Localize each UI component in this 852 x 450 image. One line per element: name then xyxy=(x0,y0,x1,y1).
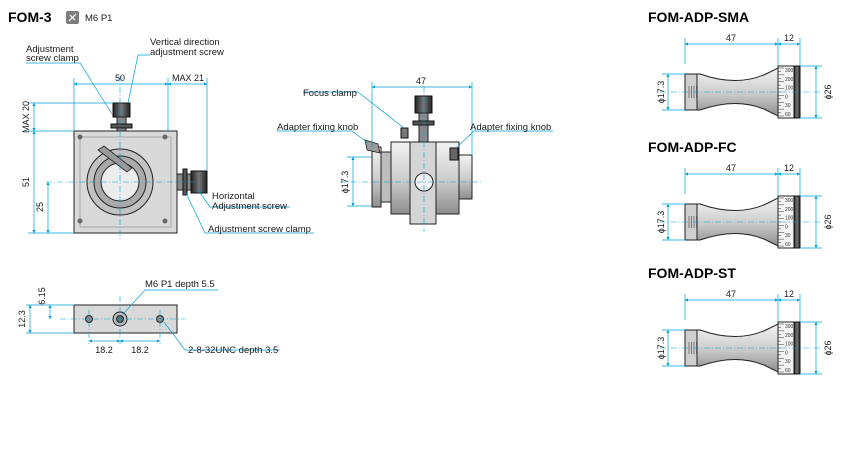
adapter-dim-47: 47 xyxy=(726,33,736,43)
label-focus-clamp: Focus clamp xyxy=(303,88,357,99)
left-flange xyxy=(371,146,382,208)
bottom-dim-615: 6.15 xyxy=(37,287,47,305)
adapter-dim-47: 47 xyxy=(726,289,736,299)
dim-max21: MAX 21 xyxy=(172,73,204,83)
bottom-dim-123: 12.3 xyxy=(17,310,27,328)
adapter-dim-phi173: ϕ17.3 xyxy=(656,211,666,234)
dial-scale-label: 60 xyxy=(785,368,791,374)
adapter-dim-12: 12 xyxy=(784,289,794,299)
left-adapter-knob xyxy=(364,139,381,154)
adapter-dim-12: 12 xyxy=(784,163,794,173)
adapter-dim-phi26: ϕ26 xyxy=(823,340,833,355)
adapter-fom-adp-sma: FOM-ADP-SMA 47 12 300 200 100 0 30 60 ϕ17.3 ϕ26 xyxy=(648,9,833,119)
right-cylinder xyxy=(458,154,473,200)
focus-clamp-knob xyxy=(400,127,409,139)
bottom-view: 6.15 12.3 18.2 18.2 M6 P1 depth 5.5 2-8-… xyxy=(17,279,280,356)
label-m6-depth: M6 P1 depth 5.5 xyxy=(145,279,215,290)
front-view: 50 MAX 21 MAX 20 51 25 Adjustment screw … xyxy=(21,37,314,240)
label-adjustment-screw-clamp-top-1: Adjustment xyxy=(26,44,74,55)
dial-scale-label: 100 xyxy=(785,86,794,92)
dial-scale-label: 100 xyxy=(785,216,794,222)
thread-badge: M6 P1 xyxy=(66,11,112,24)
dial-scale-label: 200 xyxy=(785,333,794,339)
adapter-dim-47: 47 xyxy=(726,163,736,173)
adapter-fom-adp-fc: FOM-ADP-FC 47 12 300 200 100 0 30 60 ϕ17.3 ϕ26 xyxy=(648,139,833,249)
corner-hole xyxy=(162,218,168,224)
dial-scale-label: 30 xyxy=(785,103,791,109)
dial-scale-label: 60 xyxy=(785,112,791,118)
corner-hole xyxy=(162,134,168,140)
label-vertical-adjust-1: Vertical direction xyxy=(150,37,220,48)
side-top-screw xyxy=(414,95,433,114)
fom3-title: FOM-3 xyxy=(8,9,52,25)
dim-max20: MAX 20 xyxy=(21,101,31,133)
dial-scale-label: 200 xyxy=(785,77,794,83)
dim-50: 50 xyxy=(115,73,125,83)
label-horizontal-1: Horizontal xyxy=(212,191,255,202)
dial-scale-label: 60 xyxy=(785,242,791,248)
label-adapter-knob-right: Adapter fixing knob xyxy=(470,122,551,133)
dial-scale-label: 100 xyxy=(785,342,794,348)
vertical-screw-knob xyxy=(112,102,131,118)
dial-scale-label: 0 xyxy=(785,94,788,100)
corner-hole xyxy=(77,218,83,224)
right-adapter-knob xyxy=(449,147,459,161)
side-view: 47 ϕ17.3 Focus clamp Adapter fixing knob… xyxy=(277,76,553,232)
adapter-fom-adp-st: FOM-ADP-ST 47 12 300 200 100 0 30 60 ϕ17.3 ϕ26 xyxy=(648,265,833,375)
dial-scale-label: 30 xyxy=(785,359,791,365)
dial-scale-label: 300 xyxy=(785,324,794,330)
side-dim-47: 47 xyxy=(416,76,426,86)
label-vertical-adjust-2: adjustment screw xyxy=(150,47,224,58)
dial-scale-label: 300 xyxy=(785,68,794,74)
bottom-dim-182a: 18.2 xyxy=(95,345,113,355)
dial-scale-label: 30 xyxy=(785,233,791,239)
label-unc-depth: 2-8-32UNC depth 3.5 xyxy=(188,345,278,356)
dim-25: 25 xyxy=(35,202,45,212)
dial-scale-label: 0 xyxy=(785,224,788,230)
adapter-dim-phi26: ϕ26 xyxy=(823,214,833,229)
adapter-dim-phi173: ϕ17.3 xyxy=(656,81,666,104)
corner-hole xyxy=(77,134,83,140)
adapter-title: FOM-ADP-SMA xyxy=(648,9,749,25)
label-adjustment-screw-clamp-top-2: screw clamp xyxy=(26,53,79,64)
bottom-dim-182b: 18.2 xyxy=(131,345,149,355)
label-adapter-knob-left: Adapter fixing knob xyxy=(277,122,358,133)
side-dim-phi173: ϕ17.3 xyxy=(340,171,350,194)
dim-51: 51 xyxy=(21,177,31,187)
adapter-title: FOM-ADP-FC xyxy=(648,139,737,155)
adapter-title: FOM-ADP-ST xyxy=(648,265,736,281)
dial-scale-label: 300 xyxy=(785,198,794,204)
thread-badge-label: M6 P1 xyxy=(85,13,112,24)
dial-scale-label: 200 xyxy=(785,207,794,213)
adapter-dim-12: 12 xyxy=(784,33,794,43)
dial-scale-label: 0 xyxy=(785,350,788,356)
label-horizontal-2: Adjustment screw xyxy=(212,201,287,212)
label-adjustment-screw-clamp-bottom: Adjustment screw clamp xyxy=(208,224,311,235)
clamp-lever xyxy=(97,145,133,173)
adapter-dim-phi173: ϕ17.3 xyxy=(656,337,666,360)
adapter-dim-phi26: ϕ26 xyxy=(823,84,833,99)
